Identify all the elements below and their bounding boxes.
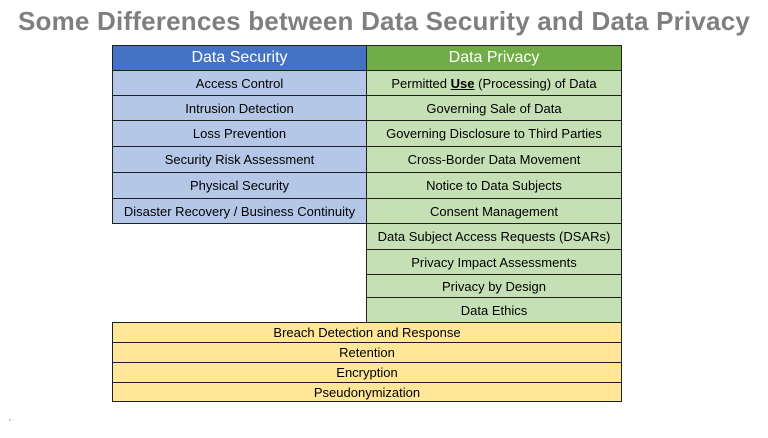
privacy-item: Privacy by Design <box>366 274 622 298</box>
privacy-item: Notice to Data Subjects <box>366 172 622 199</box>
slide-mark: ’ <box>9 418 11 427</box>
security-item: Physical Security <box>112 172 367 199</box>
security-item: Security Risk Assessment <box>112 146 367 173</box>
privacy-item: Privacy Impact Assessments <box>366 249 622 275</box>
privacy-item: Consent Management <box>366 198 622 224</box>
privacy-item: Data Subject Access Requests (DSARs) <box>366 223 622 250</box>
security-header: Data Security <box>112 45 367 71</box>
privacy-item-post: (Processing) of Data <box>474 75 597 91</box>
shared-item: Encryption <box>112 362 622 383</box>
security-item: Disaster Recovery / Business Continuity <box>112 198 367 224</box>
privacy-item: Data Ethics <box>366 297 622 323</box>
privacy-item-pre: Permitted <box>391 75 451 91</box>
privacy-header: Data Privacy <box>366 45 622 71</box>
privacy-item: Cross-Border Data Movement <box>366 146 622 173</box>
security-item: Access Control <box>112 70 367 96</box>
privacy-item: Governing Sale of Data <box>366 95 622 121</box>
security-item: Intrusion Detection <box>112 95 367 121</box>
privacy-item: Governing Disclosure to Third Parties <box>366 120 622 147</box>
shared-item: Retention <box>112 342 622 363</box>
privacy-item-permitted-use: Permitted Use (Processing) of Data <box>366 70 622 96</box>
privacy-item-emphasis: Use <box>450 75 475 91</box>
shared-item: Breach Detection and Response <box>112 322 622 343</box>
shared-item: Pseudonymization <box>112 382 622 402</box>
slide-title: Some Differences between Data Security a… <box>17 6 751 36</box>
security-item: Loss Prevention <box>112 120 367 147</box>
